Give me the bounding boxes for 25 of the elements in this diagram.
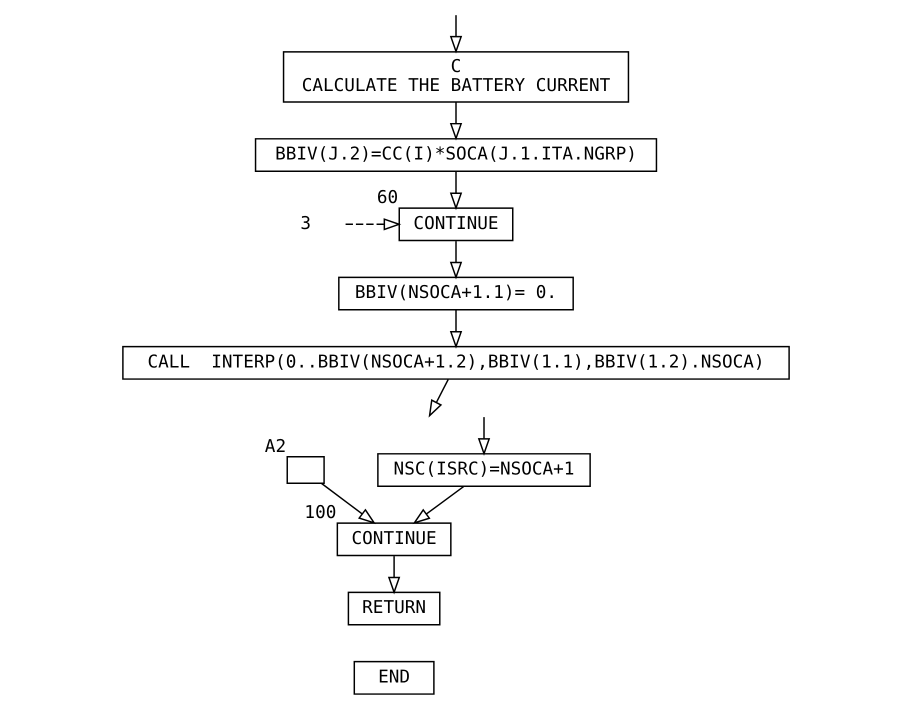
- node-label: A2: [264, 436, 286, 457]
- node-box: C CALCULATE THE BATTERY CURRENT: [282, 51, 629, 103]
- node-text: 3: [300, 214, 310, 234]
- node-box: CALL INTERP(0..BBIV(NSOCA+1.2),BBIV(1.1),BBIV(1.2).NSOCA): [122, 346, 790, 380]
- node-box: CONTINUE: [398, 207, 513, 242]
- node-box: BBIV(J.2)=CC(I)*SOCA(J.1.ITA.NGRP): [254, 138, 657, 172]
- arrow: [449, 241, 462, 280]
- node-box: END: [353, 660, 434, 695]
- arrow: [449, 15, 462, 54]
- arrow: [449, 310, 462, 349]
- node-box: BBIV(NSOCA+1.1)= 0.: [338, 276, 574, 311]
- node-box: RETURN: [347, 592, 440, 626]
- arrow: [320, 482, 376, 524]
- arrow: [428, 379, 448, 418]
- arrow: [449, 102, 462, 141]
- node-box: NSC(ISRC)=NSOCA+1: [376, 453, 590, 487]
- node-box: CONTINUE: [336, 522, 452, 556]
- arrow: [477, 417, 490, 456]
- node-label: 60: [376, 188, 398, 208]
- arrow: [345, 218, 401, 230]
- arrow: [412, 486, 464, 524]
- node-box: [286, 456, 324, 484]
- node-label: 100: [304, 503, 336, 524]
- arrow: [387, 556, 400, 594]
- arrow: [449, 172, 462, 210]
